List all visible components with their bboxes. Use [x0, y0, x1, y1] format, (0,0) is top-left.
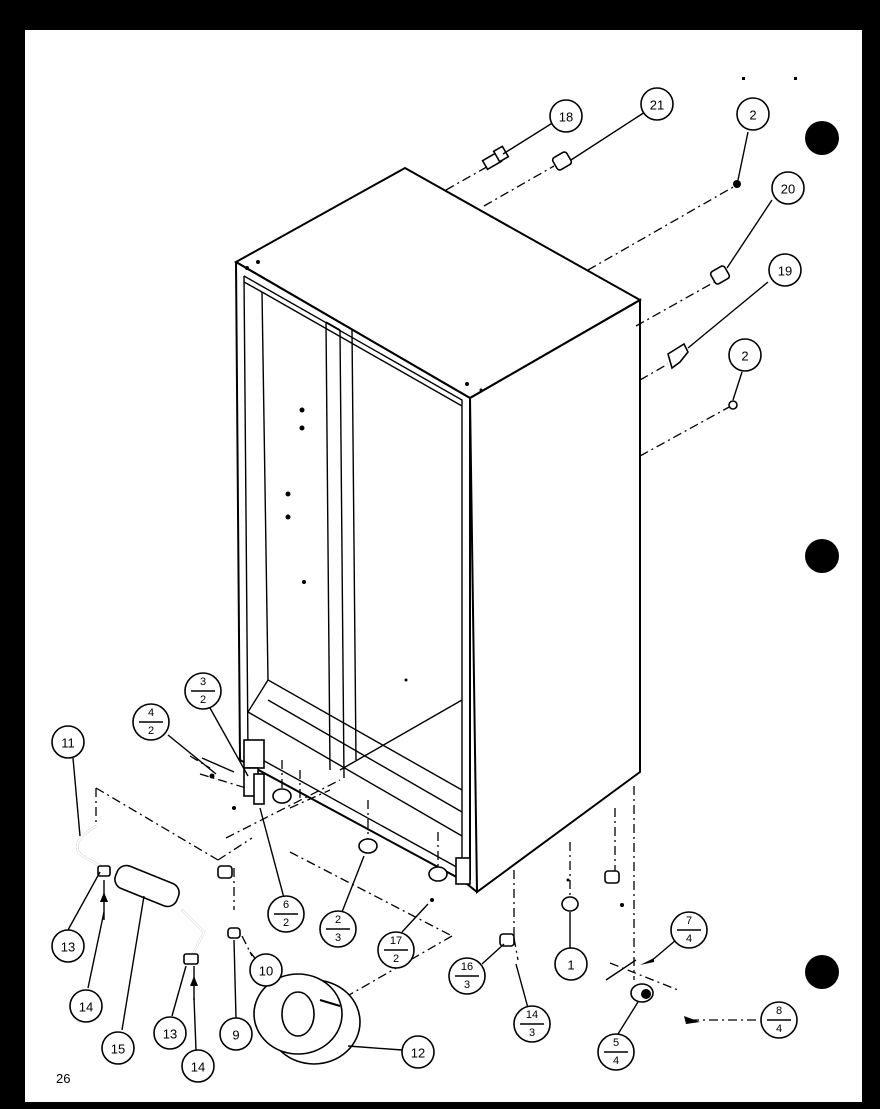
- callout-14-right-label: 14: [191, 1060, 205, 1075]
- callout-6-2: 62: [267, 895, 305, 933]
- callout-13-left: 13: [51, 929, 85, 963]
- callout-4-2-bottom: 2: [148, 725, 154, 737]
- callout-3-2-bottom: 2: [200, 694, 206, 706]
- nut-part-21: [551, 151, 573, 171]
- callout-17-2-bottom: 2: [393, 953, 399, 965]
- binder-hole-middle: [805, 539, 839, 573]
- callout-14-3-bottom: 3: [529, 1027, 535, 1039]
- callout-8-4-bottom: 4: [776, 1023, 782, 1035]
- callout-2-3-top: 2: [335, 914, 341, 926]
- parts: [76, 145, 741, 1065]
- bracket-part-19: [667, 342, 689, 370]
- callout-2-upper: 2: [736, 97, 770, 131]
- callout-19: 19: [768, 253, 802, 287]
- screw-part-2-lower: [728, 400, 738, 410]
- callout-5-4-top: 5: [613, 1037, 619, 1049]
- roller-part-2: [358, 838, 378, 854]
- callout-17-2-top: 17: [390, 935, 402, 947]
- callout-15-label: 15: [111, 1042, 125, 1057]
- speck-2: [794, 77, 797, 80]
- callout-13-right: 13: [153, 1016, 187, 1050]
- callout-7-4-top: 7: [686, 915, 692, 927]
- callout-11-label: 11: [61, 736, 75, 751]
- callout-2-3-bottom: 3: [335, 932, 341, 944]
- callout-18-label: 18: [559, 110, 573, 125]
- binder-hole-top: [805, 121, 839, 155]
- callout-6-2-top: 6: [283, 899, 289, 911]
- callout-11: 11: [51, 725, 85, 759]
- callout-16-3-top: 16: [461, 961, 473, 973]
- tube-part-15: [114, 864, 180, 908]
- callout-16-3: 16 3: [448, 957, 486, 995]
- diagram-sheet: [25, 30, 862, 1102]
- callout-14-right: 14: [181, 1049, 215, 1083]
- callout-7-4-bottom: 4: [686, 933, 692, 945]
- grommet-part-12: [253, 973, 361, 1065]
- callout-15: 15: [101, 1031, 135, 1065]
- callout-12: 12: [401, 1035, 435, 1069]
- callout-2-lower-label: 2: [741, 349, 748, 364]
- callout-3-2: 32: [184, 672, 222, 710]
- callout-1-label: 1: [567, 958, 574, 973]
- callout-1: 1: [554, 947, 588, 981]
- callout-2-upper-label: 2: [749, 108, 756, 123]
- callout-14-left: 14: [69, 989, 103, 1023]
- clip-left: [217, 865, 233, 879]
- callout-12-label: 12: [411, 1046, 425, 1061]
- callout-2-lower: 2: [728, 338, 762, 372]
- coupling-part-5: [630, 983, 654, 1003]
- callout-16-3-bottom: 3: [464, 979, 470, 991]
- clip-part-9: [227, 927, 241, 939]
- callout-10-label: 10: [259, 964, 273, 979]
- callout-9-label: 9: [232, 1028, 239, 1043]
- callout-13-left-label: 13: [61, 940, 75, 955]
- callout-14-left-label: 14: [79, 1000, 93, 1015]
- screw-part-2-upper: [733, 180, 741, 188]
- roller-part-1: [561, 896, 579, 912]
- callout-14-3: 14 3: [513, 1005, 551, 1043]
- refrigerator-cabinet: [233, 166, 643, 894]
- drain-tube-assembly: [76, 825, 206, 1000]
- callout-8-4: 84: [760, 1001, 798, 1039]
- callout-13-right-label: 13: [163, 1027, 177, 1042]
- callout-14-3-top: 14: [526, 1009, 538, 1021]
- callout-leaders: [67, 111, 773, 1051]
- callout-4-2: 42: [132, 703, 170, 741]
- callout-21: 21: [640, 87, 674, 121]
- callout-9: 9: [219, 1017, 253, 1051]
- callout-2-3: 23: [319, 910, 357, 948]
- callout-20-label: 20: [781, 182, 795, 197]
- callout-17-2: 17 2: [377, 931, 415, 969]
- callout-5-4-bottom: 4: [613, 1055, 619, 1067]
- callout-4-2-top: 4: [148, 707, 154, 719]
- leader-lines: [95, 163, 760, 1021]
- binder-hole-bottom: [805, 955, 839, 989]
- roller-left: [272, 788, 292, 804]
- callout-18: 18: [549, 99, 583, 133]
- fitting-part-18: [481, 145, 510, 171]
- callout-6-2-bottom: 2: [283, 917, 289, 929]
- callout-7-4: 74: [670, 911, 708, 949]
- clip-right: [604, 870, 620, 884]
- callout-8-4-top: 8: [776, 1005, 782, 1017]
- clip-part-16: [499, 933, 515, 947]
- roller-center: [428, 866, 448, 882]
- nut-part-20: [709, 265, 731, 285]
- callout-21-label: 21: [650, 98, 664, 113]
- callout-3-2-top: 3: [200, 676, 206, 688]
- callout-19-label: 19: [778, 264, 792, 279]
- speck-1: [742, 77, 745, 80]
- callout-10: 10: [249, 953, 283, 987]
- page-number: 26: [56, 1071, 70, 1086]
- callout-5-4: 54: [597, 1033, 635, 1071]
- callout-20: 20: [771, 171, 805, 205]
